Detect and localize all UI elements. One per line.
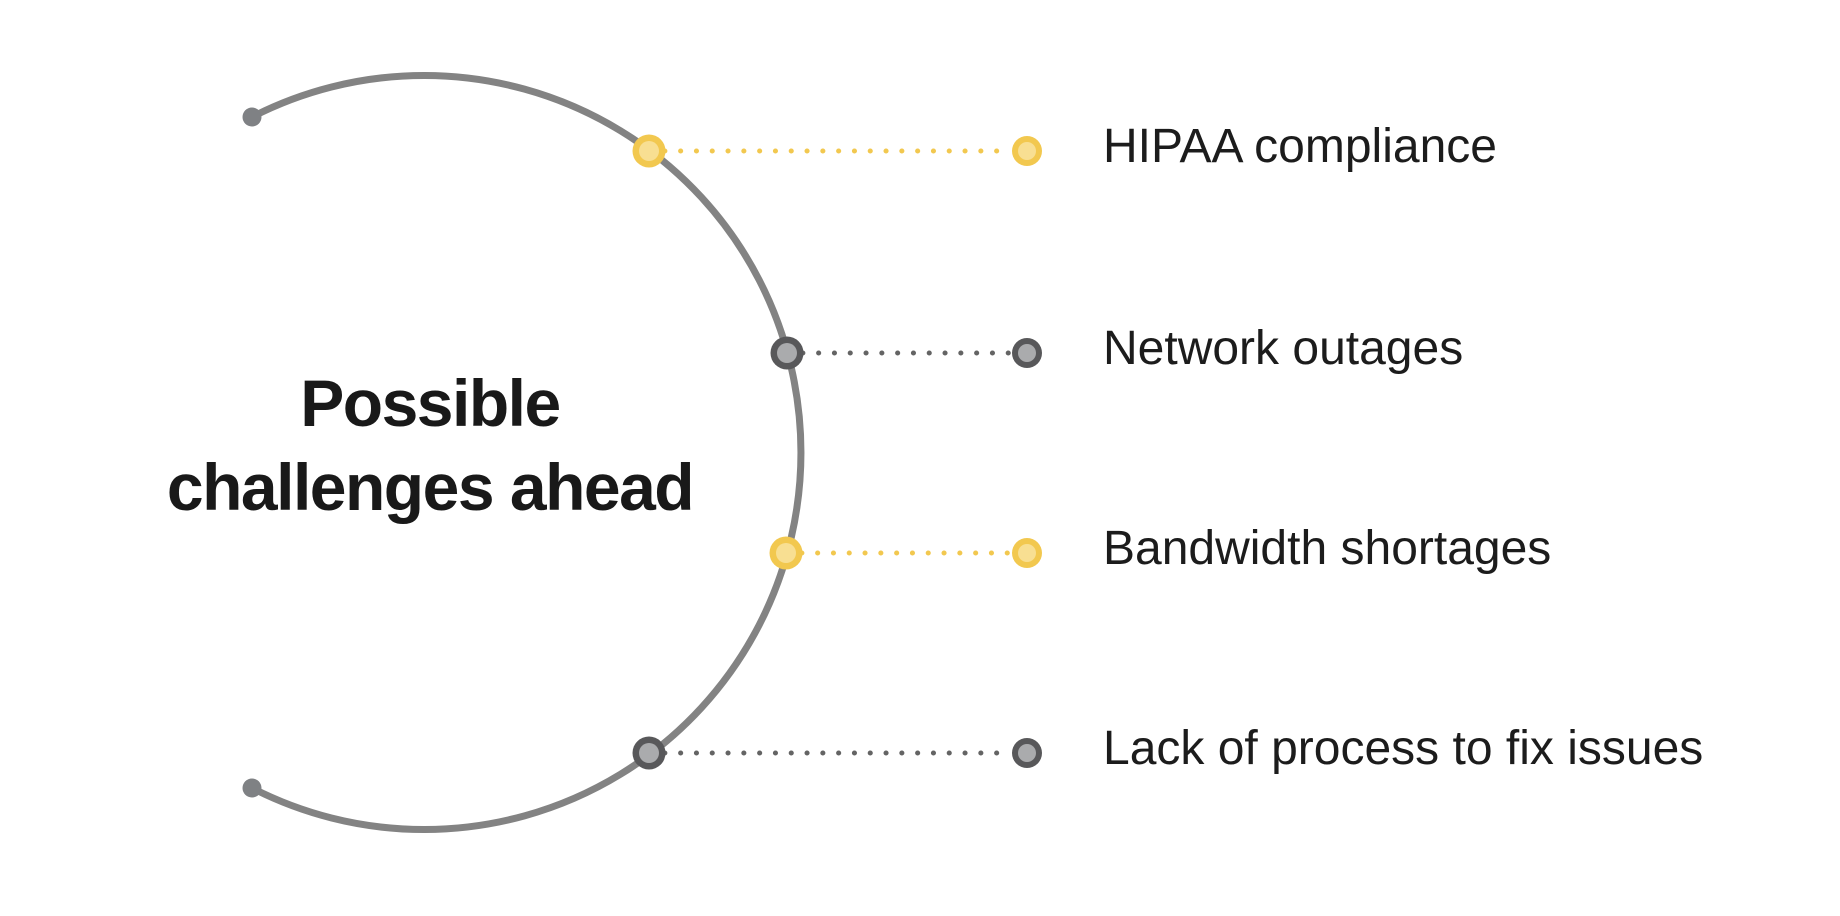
arc-endpoint-bottom-dot (242, 778, 262, 798)
label-bullet-core (1018, 744, 1036, 762)
diagram-title: Possible challenges ahead (30, 361, 830, 529)
arc-node-core (776, 543, 796, 563)
connector-row-network-outages (770, 336, 1042, 370)
item-label-lack-of-process: Lack of process to fix issues (1103, 722, 1704, 775)
arc-node-core (639, 743, 659, 763)
connector-row-lack-of-process (632, 736, 1042, 770)
connector-row-hipaa-compliance (632, 134, 1042, 168)
label-bullet-core (1018, 344, 1036, 362)
item-label-hipaa-compliance: HIPAA compliance (1103, 120, 1497, 173)
title-line-2: challenges ahead (166, 450, 695, 524)
connector-row-bandwidth-shortages (769, 536, 1042, 570)
arc-endpoint-top-dot (242, 107, 262, 127)
title-line-1: Possible (300, 366, 561, 440)
item-label-bandwidth-shortages: Bandwidth shortages (1103, 522, 1552, 575)
item-label-network-outages: Network outages (1103, 322, 1464, 375)
circle-arc (248, 72, 805, 833)
arc-node-core (639, 141, 659, 161)
label-bullet-core (1018, 142, 1036, 160)
label-bullet-core (1018, 544, 1036, 562)
arc-node-core (777, 343, 797, 363)
